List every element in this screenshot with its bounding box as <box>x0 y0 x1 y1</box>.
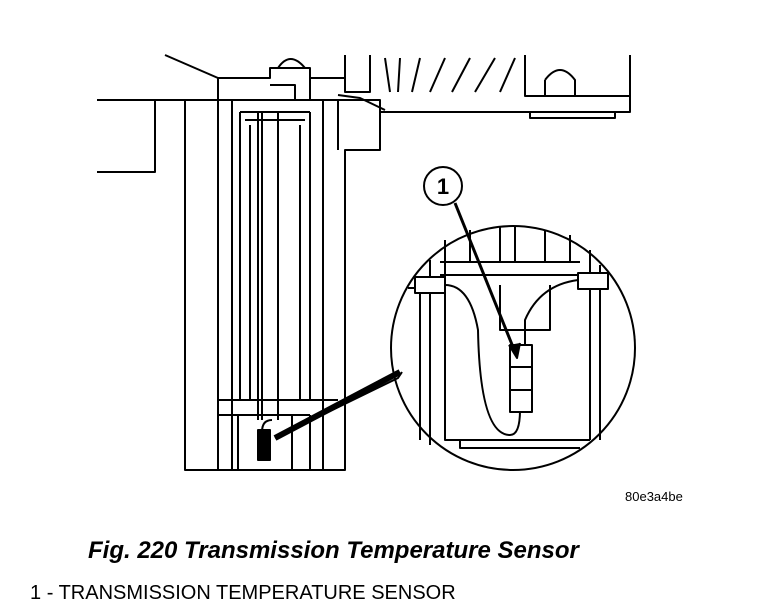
figure-number: Fig. 220 <box>88 537 178 564</box>
legend-text: TRANSMISSION TEMPERATURE SENSOR <box>58 582 456 604</box>
left-bracket <box>97 99 218 173</box>
figure-caption: Fig. 220 Transmission Temperature Sensor <box>88 537 579 565</box>
valve-body <box>184 84 381 471</box>
callout-number: 1 <box>437 174 449 199</box>
magnified-view <box>390 225 636 471</box>
sensor-magnified <box>509 344 533 413</box>
upper-housing <box>217 55 631 119</box>
legend-item: 1 - TRANSMISSION TEMPERATURE SENSOR <box>30 582 456 605</box>
callout-circle <box>423 166 463 206</box>
image-id: 80e3a4be <box>625 489 683 504</box>
figure-title: Transmission Temperature Sensor <box>184 537 579 564</box>
legend-separator: - <box>46 582 54 604</box>
sensor-diagram: 1 <box>97 54 636 471</box>
callout-leader <box>453 202 517 353</box>
legend-number: 1 <box>30 582 42 604</box>
housing-edge-line <box>164 54 219 79</box>
sensor-small <box>257 429 271 461</box>
